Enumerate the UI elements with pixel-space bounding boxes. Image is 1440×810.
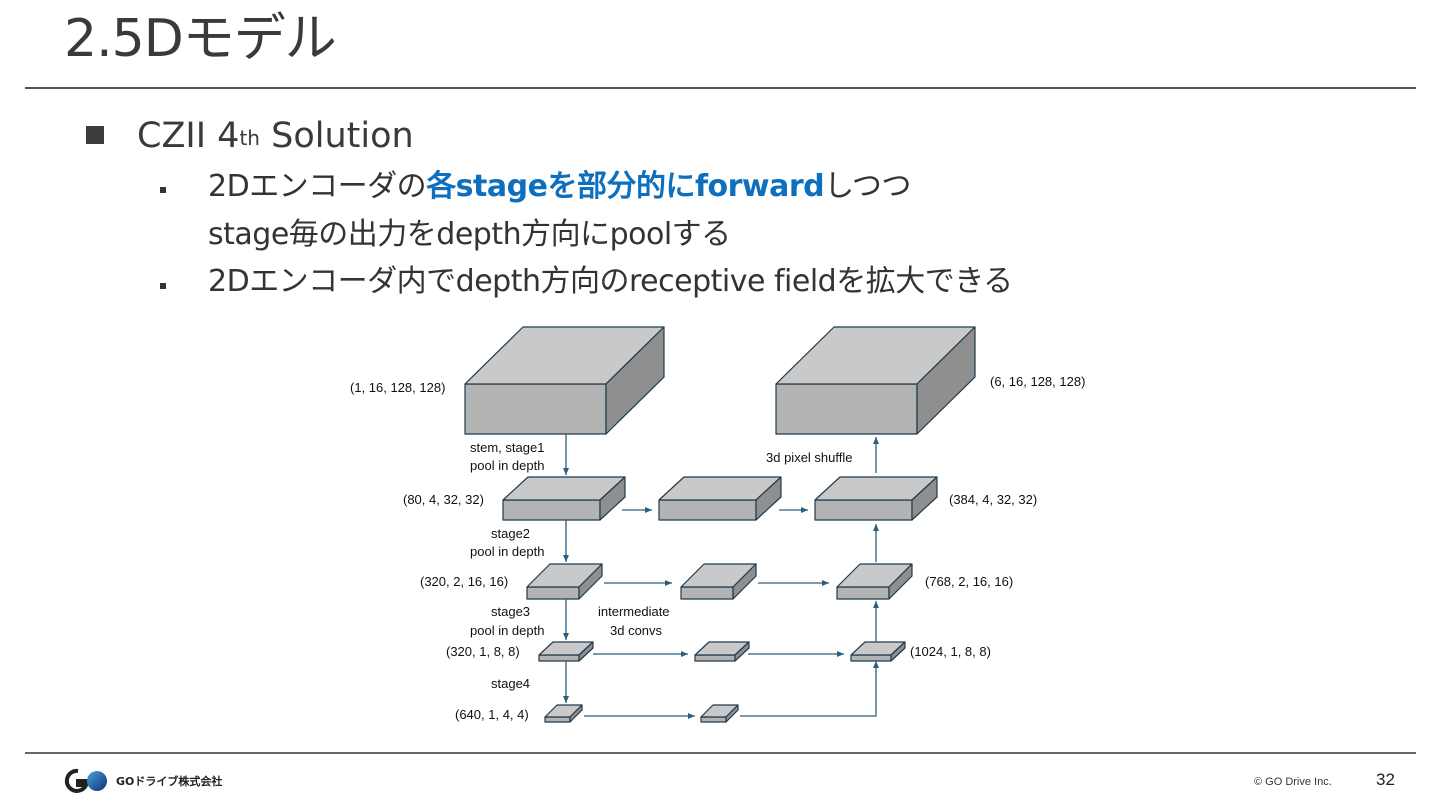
heading-rest: Solution: [260, 116, 414, 156]
feature-box-m2: [680, 563, 757, 600]
section-heading: CZII 4th Solution: [137, 112, 414, 160]
flow-arrow-14: [740, 661, 879, 717]
feature-box-m4: [700, 704, 739, 723]
feature-box-s1: [502, 476, 626, 521]
shape-label-out: (6, 16, 128, 128): [990, 374, 1085, 389]
bullet-line-2: stage毎の出力をdepth方向にpoolする: [208, 217, 731, 252]
shape-label-in: (1, 16, 128, 128): [350, 380, 445, 395]
heading-main: CZII 4: [137, 116, 240, 156]
bullet-1-highlight: 各stageを部分的にforward: [426, 169, 825, 204]
heading-superscript: th: [239, 126, 260, 150]
box-side-face: [569, 704, 583, 723]
box-front-face: [680, 586, 734, 600]
shape-label-s2: (320, 2, 16, 16): [420, 574, 508, 589]
box-side-face: [911, 476, 938, 521]
box-front-face: [814, 499, 913, 521]
box-front-face: [836, 586, 890, 600]
box-side-face: [916, 326, 976, 435]
bullet-1-post: しつつ: [824, 169, 911, 204]
box-front-face: [538, 654, 580, 662]
feature-boxes: [464, 326, 976, 723]
feature-box-d3: [850, 641, 906, 662]
box-side-face: [734, 641, 750, 662]
box-front-face: [700, 716, 727, 723]
box-front-face: [526, 586, 580, 600]
note-stage2-2: pool in depth: [470, 544, 544, 559]
shape-label-s4: (640, 1, 4, 4): [455, 707, 529, 722]
box-front-face: [502, 499, 601, 521]
box-front-face: [658, 499, 757, 521]
shape-label-s3: (320, 1, 8, 8): [446, 644, 520, 659]
box-side-face: [599, 476, 626, 521]
shape-label-d1: (384, 4, 32, 32): [949, 492, 1037, 507]
note-stem-2: pool in depth: [470, 458, 544, 473]
feature-box-out: [775, 326, 976, 435]
feature-box-s4: [544, 704, 583, 723]
flow-arrows: [563, 434, 879, 719]
bullet-line-3: 2Dエンコーダ内でdepth方向のreceptive fieldを拡大できる: [208, 264, 1013, 299]
note-stage2-1: stage2: [491, 526, 530, 541]
shape-label-d2: (768, 2, 16, 16): [925, 574, 1013, 589]
bullet-line-1: 2Dエンコーダの各stageを部分的にforwardしつつ: [208, 166, 911, 208]
box-front-face: [850, 654, 892, 662]
company-name: GOドライブ株式会社: [116, 775, 223, 788]
box-side-face: [605, 326, 665, 435]
note-pixel-shuffle: 3d pixel shuffle: [766, 450, 853, 465]
box-side-face: [578, 641, 594, 662]
box-side-face: [725, 704, 739, 723]
feature-box-m1: [658, 476, 782, 521]
go-logo-icon: [64, 768, 107, 793]
feature-box-d1: [814, 476, 938, 521]
feature-box-s3: [538, 641, 594, 662]
box-side-face: [890, 641, 906, 662]
note-stage3-2: pool in depth: [470, 623, 544, 638]
footer-divider: [25, 752, 1416, 754]
page-number: 32: [1376, 770, 1395, 789]
note-intermediate-1: intermediate: [598, 604, 670, 619]
feature-box-m3: [694, 641, 750, 662]
box-side-face: [578, 563, 603, 600]
shape-label-s1: (80, 4, 32, 32): [403, 492, 484, 507]
feature-box-in: [464, 326, 665, 435]
title-divider: [25, 87, 1416, 89]
box-front-face: [464, 383, 607, 435]
shape-label-d3: (1024, 1, 8, 8): [910, 644, 991, 659]
note-stage4: stage4: [491, 676, 530, 691]
diagram-labels: (1, 16, 128, 128) (6, 16, 128, 128) (80,…: [350, 374, 1085, 722]
sub-bullet-icon: [160, 187, 166, 193]
box-front-face: [775, 383, 918, 435]
box-side-face: [888, 563, 913, 600]
bullet-1-pre: 2Dエンコーダの: [208, 169, 427, 204]
note-intermediate-2: 3d convs: [610, 623, 663, 638]
sub-bullet-icon: [160, 283, 166, 289]
slide-title: 2.5Dモデル: [64, 9, 337, 69]
box-front-face: [544, 716, 571, 723]
copyright: © GO Drive Inc.: [1254, 776, 1332, 788]
note-stem-1: stem, stage1: [470, 440, 544, 455]
bullet-square-icon: [86, 126, 104, 144]
box-side-face: [732, 563, 757, 600]
note-stage3-1: stage3: [491, 604, 530, 619]
box-front-face: [694, 654, 736, 662]
feature-box-d2: [836, 563, 913, 600]
box-side-face: [755, 476, 782, 521]
feature-box-s2: [526, 563, 603, 600]
